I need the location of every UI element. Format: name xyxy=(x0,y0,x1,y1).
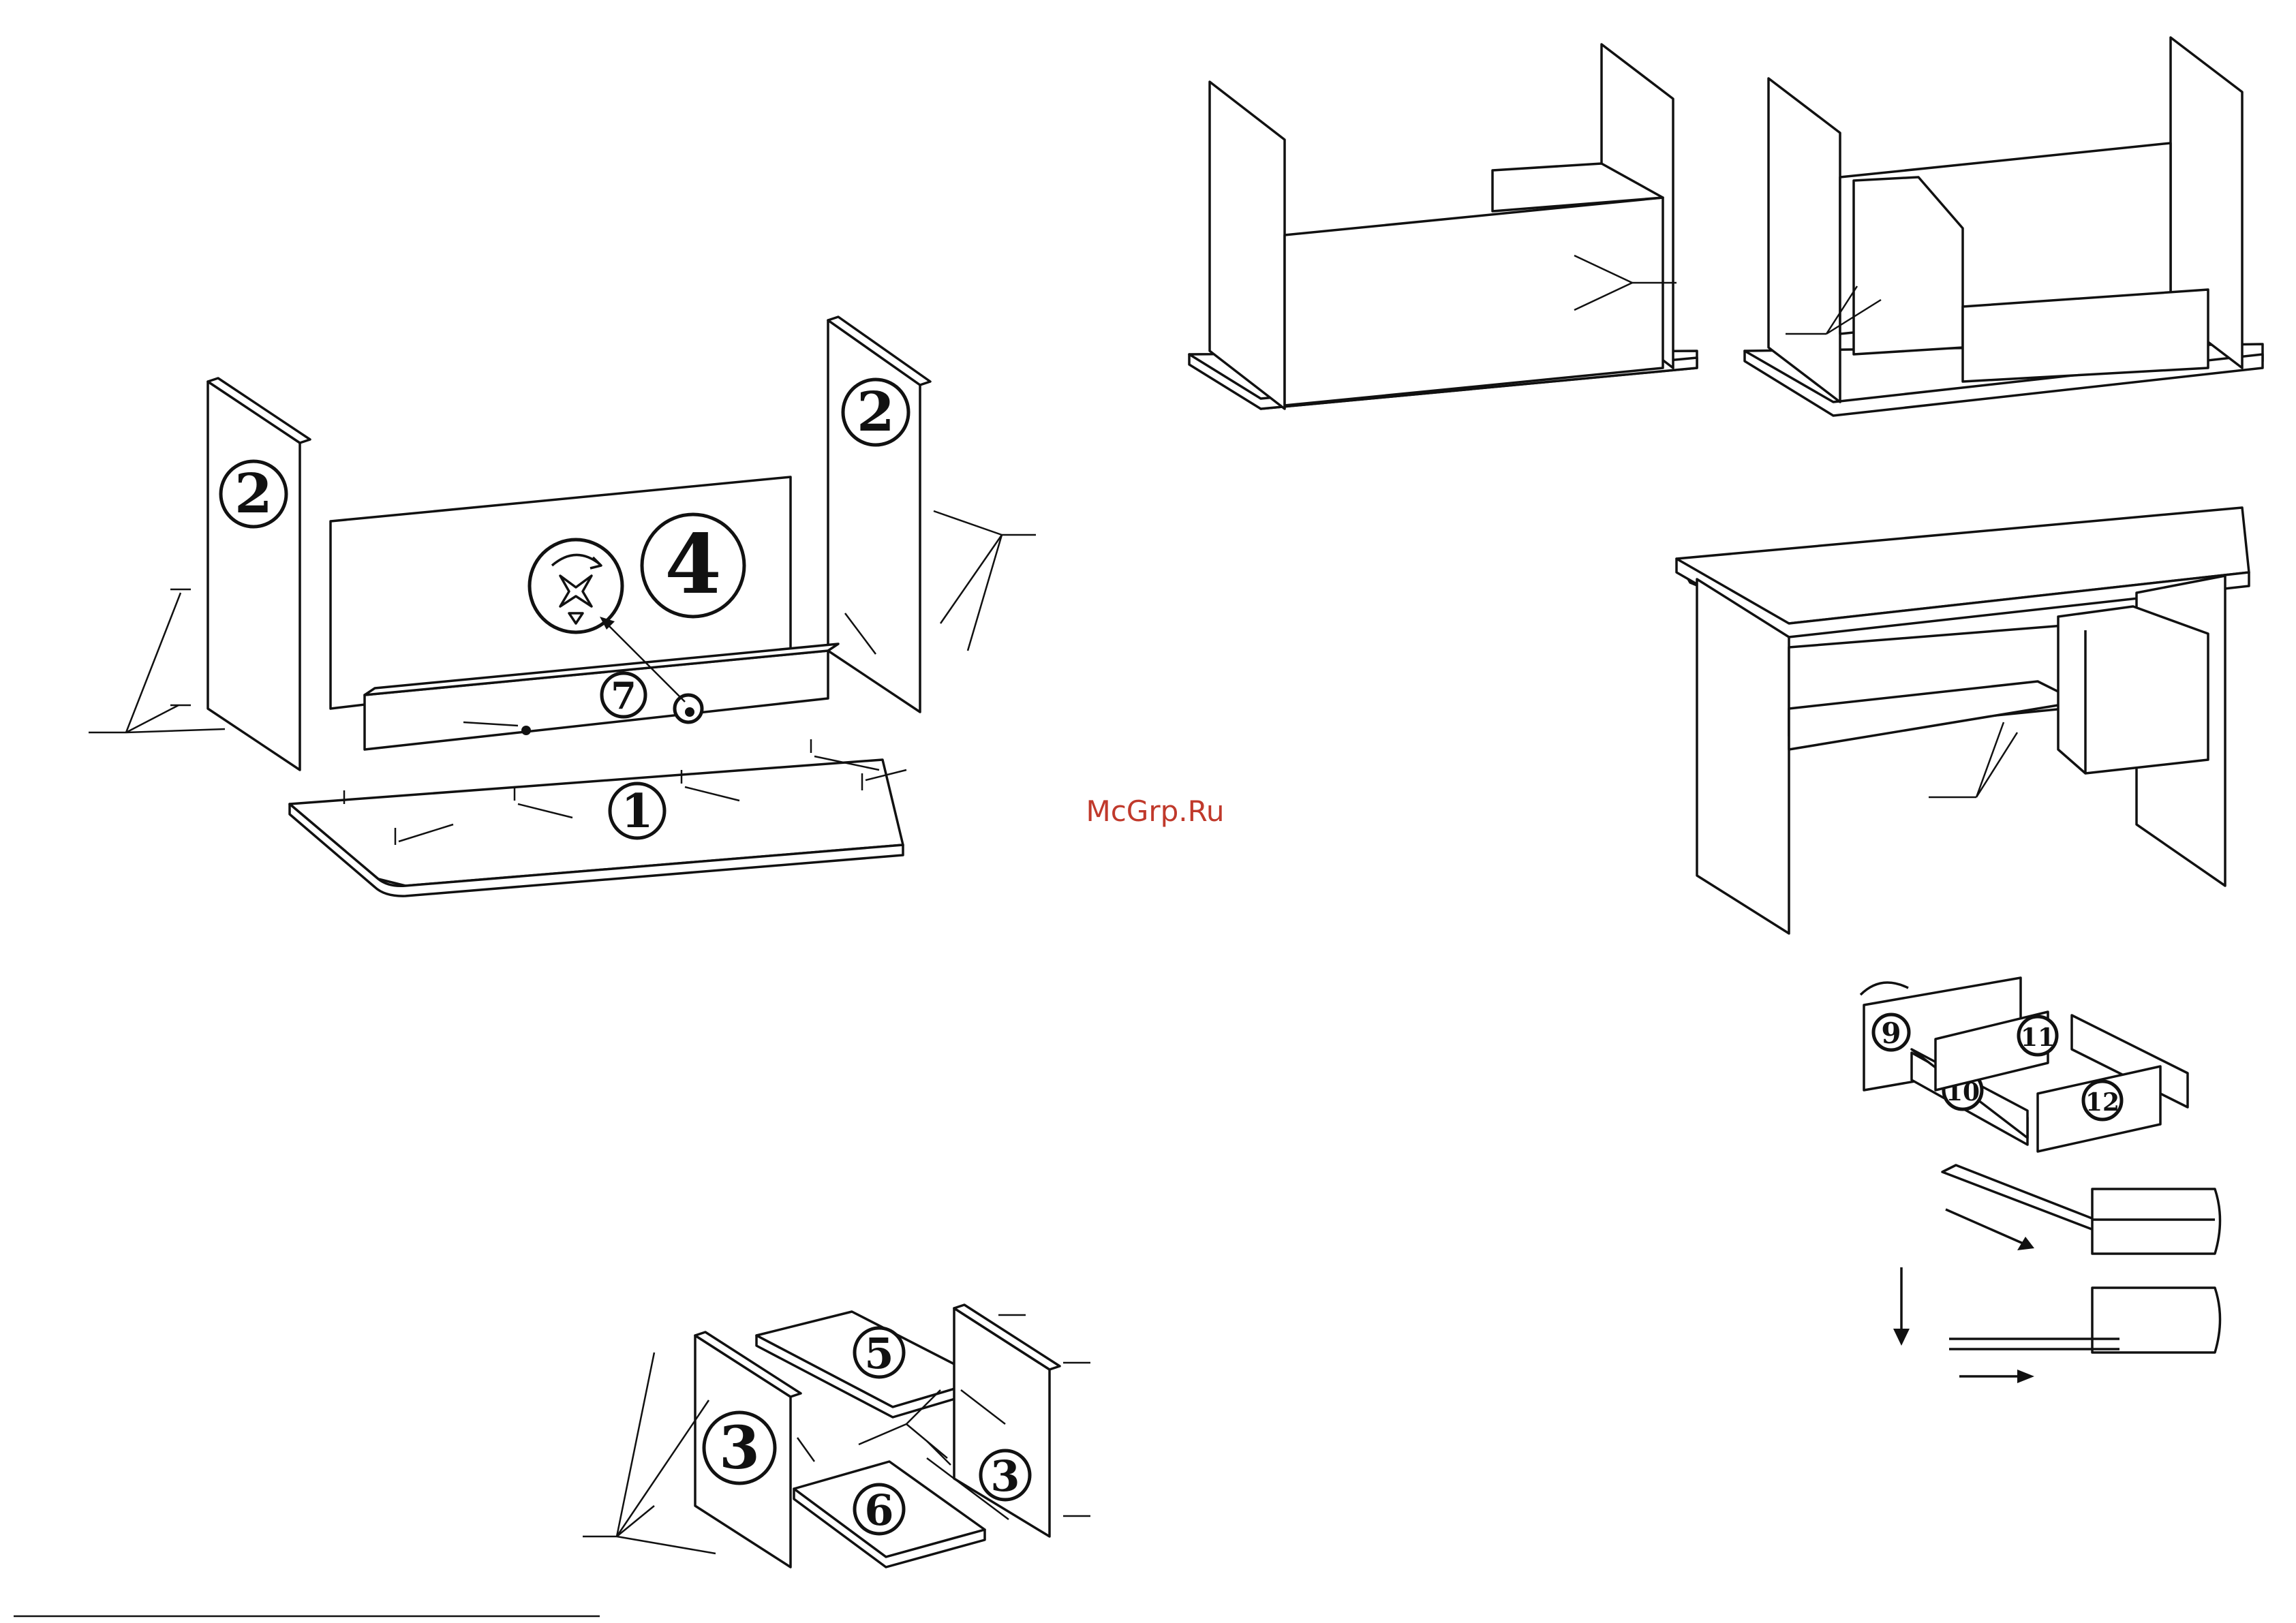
part-label-drawer-back: 9 xyxy=(1881,1017,1901,1050)
part-label-drawer-side-b: 12 xyxy=(2085,1088,2119,1117)
part-label-cabinet-top: 5 xyxy=(864,1329,893,1378)
part-label-tabletop: 1 xyxy=(621,784,653,839)
part-label-right-side: 2 xyxy=(857,380,895,444)
part-label-cabinet-left: 3 xyxy=(719,1414,760,1483)
part-label-front-rail: 7 xyxy=(611,674,637,717)
step-cabinet-assembly: 5 3 3 6 xyxy=(583,1305,1090,1567)
part-label-back-panel: 4 xyxy=(664,516,722,613)
step-frame-view-1 xyxy=(1189,44,1697,409)
part-label-drawer-side-a: 11 xyxy=(2021,1023,2055,1052)
watermark: McGrp.Ru xyxy=(1086,794,1224,828)
step-finished-desk xyxy=(1677,508,2249,933)
part-label-cabinet-right: 3 xyxy=(990,1451,1020,1501)
step-drawer-assembly: 9 10 11 12 xyxy=(1861,978,2220,1383)
part-label-left-side: 2 xyxy=(234,461,273,525)
part-label-cabinet-bottom: 6 xyxy=(864,1485,893,1535)
left-side-panel xyxy=(208,382,300,770)
step-frame-view-2 xyxy=(1745,37,2263,416)
step-frame-assembly: 2 2 4 7 1 xyxy=(89,317,1036,896)
tabletop xyxy=(290,760,903,886)
